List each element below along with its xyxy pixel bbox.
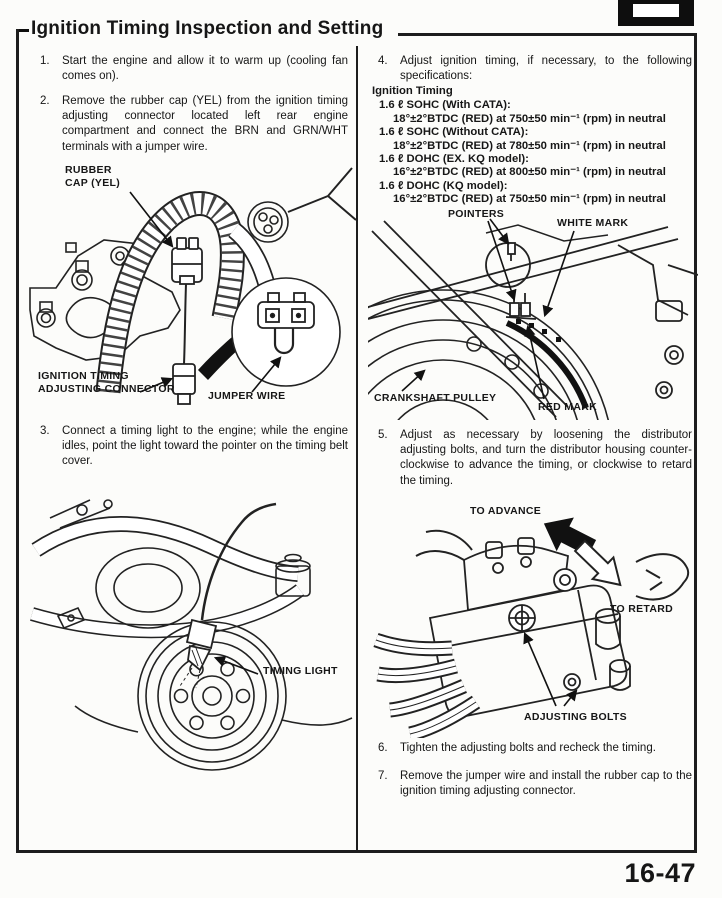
spec-item: 1.6 ℓ DOHC (KQ model): 16°±2°BTDC (RED) … (372, 180, 694, 207)
page-title: Ignition Timing Inspection and Setting (31, 18, 384, 39)
step-text: Adjust as necessary by loosening the dis… (400, 429, 692, 487)
distributor-diagram-art (373, 517, 690, 738)
specs-heading: Ignition Timing (372, 85, 453, 97)
step-text: Tighten the adjusting bolts and recheck … (400, 742, 656, 754)
to-retard-label: TO RETARD (610, 603, 673, 615)
step-number: 3. (40, 425, 50, 437)
step-2: 2. Remove the rubber cap (YEL) from the … (40, 94, 348, 155)
column-divider (356, 46, 358, 850)
spec-item: 1.6 ℓ DOHC (EX. KQ model): 16°±2°BTDC (R… (372, 153, 694, 180)
adjusting-bolts-label: ADJUSTING BOLTS (524, 711, 627, 723)
jumper-wire-label: JUMPER WIRE (208, 390, 286, 402)
ignition-timing-specs: Ignition Timing 1.6 ℓ SOHC (With CATA): … (372, 85, 694, 207)
crankshaft-pulley-label: CRANKSHAFT PULLEY (374, 392, 497, 404)
frame-left (16, 29, 19, 852)
white-mark-label: WHITE MARK (557, 217, 629, 229)
pointers-label: POINTERS (448, 208, 505, 220)
spec-model: 1.6 ℓ SOHC (Without CATA): (379, 126, 529, 139)
step-number: 4. (378, 55, 388, 67)
spec-value: 18°±2°BTDC (RED) at 780±50 min⁻¹ (rpm) i… (393, 139, 666, 152)
crank-pulley-diagram-art (368, 218, 698, 420)
frame-bottom (16, 850, 697, 853)
step-number: 1. (40, 55, 50, 67)
spec-value: 16°±2°BTDC (RED) at 750±50 min⁻¹ (rpm) i… (393, 193, 666, 206)
step-5: 5. Adjust as necessary by loosening the … (378, 428, 692, 489)
spec-model: 1.6 ℓ SOHC (With CATA): (379, 99, 511, 112)
step-number: 6. (378, 742, 388, 754)
ignition-timing-adjusting-connector-label: IGNITION TIMING ADJUSTING CONNECTOR (38, 370, 175, 396)
title-bracket-dash (16, 29, 29, 32)
step-7: 7. Remove the jumper wire and install th… (378, 769, 692, 799)
frame-right (694, 33, 697, 852)
spec-item: 1.6 ℓ SOHC (Without CATA): 18°±2°BTDC (R… (372, 126, 694, 153)
step-number: 7. (378, 770, 388, 782)
step-6: 6. Tighten the adjusting bolts and reche… (378, 741, 692, 756)
step-number: 2. (40, 95, 50, 107)
spec-value: 18°±2°BTDC (RED) at 750±50 min⁻¹ (rpm) i… (393, 112, 666, 125)
spec-model: 1.6 ℓ DOHC (KQ model): (379, 179, 508, 192)
section-tab-marker (618, 0, 694, 26)
frame-top (398, 33, 696, 36)
step-3: 3. Connect a timing light to the engine;… (40, 424, 348, 470)
timing-light-label: TIMING LIGHT (263, 665, 338, 677)
spec-model: 1.6 ℓ DOHC (EX. KQ model): (379, 153, 529, 166)
red-mark-label: RED MARK (538, 401, 597, 413)
step-1: 1. Start the engine and allow it to warm… (40, 54, 348, 84)
step-text: Start the engine and allow it to warm up… (62, 55, 348, 83)
step-4: 4. Adjust ignition timing, if necessary,… (378, 54, 692, 84)
step-text: Adjust ignition timing, if necessary, to… (400, 55, 692, 83)
step-number: 5. (378, 429, 388, 441)
spec-item: 1.6 ℓ SOHC (With CATA): 18°±2°BTDC (RED)… (372, 99, 694, 126)
rubber-cap-label: RUBBER CAP (YEL) (65, 164, 121, 190)
step-text: Remove the rubber cap (YEL) from the ign… (62, 95, 348, 153)
timing-light-diagram-art (30, 499, 353, 771)
connector-diagram-art (29, 167, 357, 405)
spec-value: 16°±2°BTDC (RED) at 800±50 min⁻¹ (rpm) i… (393, 166, 666, 179)
page-number: 16-47 (624, 858, 696, 888)
step-text: Connect a timing light to the engine; wh… (62, 425, 348, 468)
to-advance-label: TO ADVANCE (470, 505, 542, 517)
step-text: Remove the jumper wire and install the r… (400, 770, 692, 798)
